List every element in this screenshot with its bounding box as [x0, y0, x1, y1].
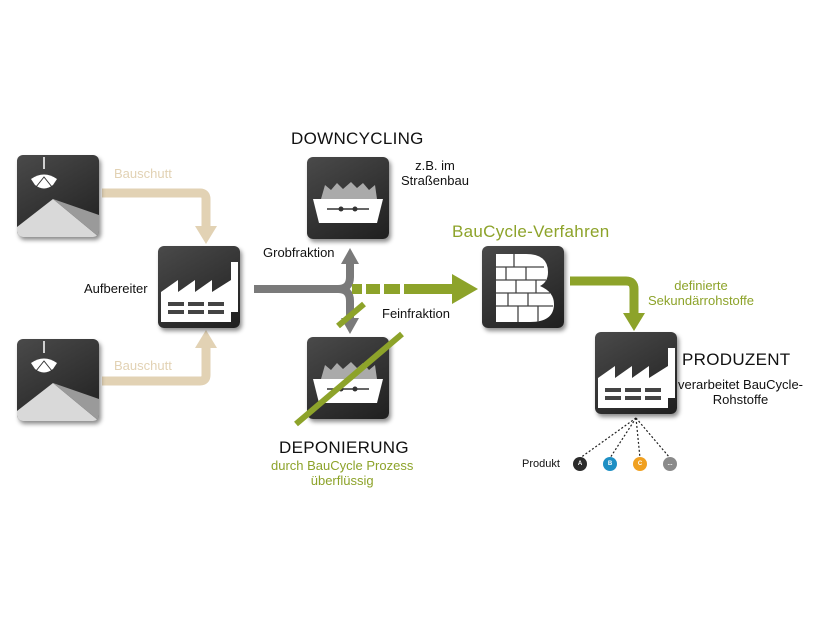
arrow-bauschutt-top	[102, 188, 211, 228]
deponierung-strike-line	[294, 331, 404, 427]
aufbereiter-label: Aufbereiter	[84, 281, 148, 296]
arrow-gray-main	[254, 262, 354, 293]
produzent-heading: PRODUZENT	[682, 350, 791, 369]
arrow-green-dashed	[352, 274, 478, 304]
product-c-badge: C	[633, 457, 647, 471]
downcycling-tile	[307, 157, 389, 239]
baucycle-b-logo-icon	[496, 254, 554, 322]
downcycling-heading: DOWNCYCLING	[291, 129, 424, 148]
produzent-description: verarbeitet BauCycle- Rohstoffe	[678, 377, 803, 407]
arrow-bauschutt-bottom-head	[195, 330, 217, 348]
excavator-pile-icon	[17, 341, 99, 421]
arrow-gray-up-head	[341, 248, 359, 264]
arrow-bauschutt-bottom	[102, 346, 211, 386]
bauschutt-label-top: Bauschutt	[114, 166, 172, 181]
product-more-badge: ...	[663, 457, 677, 471]
deponierung-subtitle: durch BauCycle Prozess überflüssig	[271, 458, 414, 488]
baucycle-tile	[482, 246, 564, 328]
bauschutt-tile-bottom	[17, 339, 99, 421]
factory-icon	[161, 262, 238, 322]
arrow-bauschutt-top-head	[195, 226, 217, 244]
product-dotted-lines	[579, 417, 671, 459]
produkt-label: Produkt	[522, 458, 560, 470]
deponierung-heading: DEPONIERUNG	[279, 438, 409, 457]
arrow-green-produzent-head	[623, 313, 645, 331]
produzent-tile	[595, 332, 677, 414]
aufbereiter-tile	[158, 246, 240, 328]
arrow-green-produzent	[570, 276, 639, 315]
product-b-badge: B	[603, 457, 617, 471]
feinfraktion-label: Feinfraktion	[382, 306, 450, 321]
sekundaerrohstoffe-label: definierte Sekundärrohstoffe	[648, 278, 754, 308]
arrow-cross-mark	[336, 301, 366, 329]
factory-icon	[598, 348, 675, 408]
bauschutt-label-bottom: Bauschutt	[114, 358, 172, 373]
baucycle-verfahren-heading: BauCycle-Verfahren	[452, 222, 610, 241]
strassenbau-note: z.B. im Straßenbau	[401, 158, 469, 188]
container-icon	[313, 182, 383, 223]
arrow-gray-down	[337, 285, 354, 320]
product-a-badge: A	[573, 457, 587, 471]
bauschutt-tile-top	[17, 155, 99, 237]
excavator-pile-icon	[17, 157, 99, 237]
grobfraktion-label: Grobfraktion	[263, 245, 335, 260]
